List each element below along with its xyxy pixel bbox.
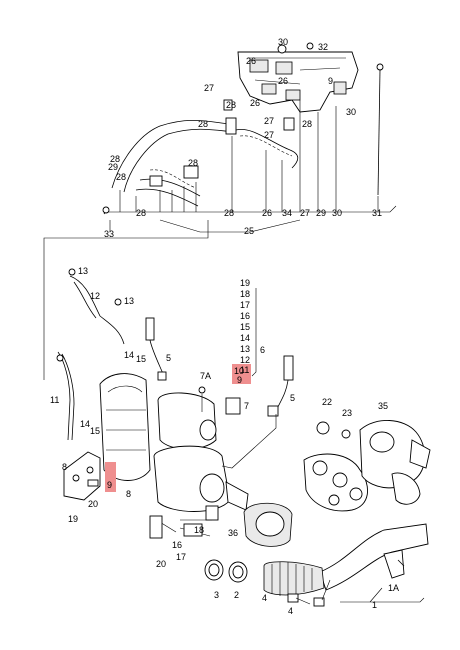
right-sensor — [221, 355, 294, 469]
label-col-6: 6 — [260, 345, 265, 355]
highlight-box-left — [105, 462, 116, 492]
label-20b: 20 — [156, 559, 166, 569]
label-15b: 15 — [90, 426, 100, 436]
label-36: 36 — [228, 528, 238, 538]
label-27a: 27 — [204, 83, 214, 93]
label-col-12: 12 — [240, 355, 250, 365]
label-28f: 28 — [188, 158, 198, 168]
label-col-17: 17 — [240, 300, 250, 310]
label-27b: 27 — [264, 116, 274, 126]
label-8b: 8 — [126, 489, 131, 499]
label-9b: 9 — [107, 480, 112, 490]
label-11: 11 — [50, 395, 59, 405]
label-25: 25 — [244, 226, 254, 236]
label-4a: 4 — [262, 593, 267, 603]
label-1: 1 — [372, 600, 377, 610]
label-28a: 28 — [226, 100, 236, 110]
label-col-15: 15 — [240, 322, 250, 332]
label-col-10: 10 — [234, 366, 244, 376]
label-3: 3 — [214, 590, 219, 600]
label-34: 34 — [282, 208, 292, 218]
label-8a: 8 — [62, 462, 67, 472]
label-28d: 28 — [110, 154, 120, 164]
label-30b: 30 — [346, 107, 356, 117]
label-35: 35 — [378, 401, 388, 411]
label-19: 19 — [68, 514, 78, 524]
label-13b: 13 — [124, 296, 134, 306]
label-28g: 28 — [136, 208, 146, 218]
label-18: 18 — [194, 525, 204, 535]
label-28c: 28 — [198, 119, 208, 129]
label-29a: 29 — [108, 162, 118, 172]
label-9a: 9 — [328, 76, 333, 86]
left-bracket — [63, 451, 101, 501]
label-col-19: 19 — [240, 278, 250, 288]
label-26a: 26 — [246, 56, 256, 66]
left-pipes — [56, 268, 167, 441]
label-26b: 26 — [278, 76, 288, 86]
label-7: 7 — [244, 401, 249, 411]
label-col-13: 13 — [240, 344, 250, 354]
label-1a: 1A — [388, 583, 399, 593]
label-30c: 30 — [332, 208, 342, 218]
label-col-11: 11 — [240, 365, 249, 375]
label-23: 23 — [342, 408, 352, 418]
label-33: 33 — [104, 229, 114, 239]
exhaust-pipe — [204, 523, 429, 607]
label-col-16: 16 — [240, 311, 250, 321]
leader-line — [43, 220, 209, 380]
label-col-18: 18 — [240, 289, 250, 299]
label-26c: 26 — [250, 98, 260, 108]
label-20a: 20 — [88, 499, 98, 509]
highlight-box-right — [232, 364, 251, 384]
label-17: 17 — [176, 552, 186, 562]
label-13a: 13 — [78, 266, 88, 276]
label-5a: 5 — [166, 353, 171, 363]
column-leader — [251, 288, 257, 377]
label-col-14: 14 — [240, 333, 250, 343]
label-4b: 4 — [288, 606, 293, 616]
top-assembly — [102, 42, 397, 233]
label-5b: 5 — [290, 393, 295, 403]
label-16: 16 — [172, 540, 182, 550]
label-31: 31 — [372, 208, 382, 218]
callout-labels: 30 32 26 26 27 28 26 27 28 27 28 30 9 28… — [50, 37, 399, 616]
turbo-assembly — [303, 420, 431, 512]
label-27d: 27 — [300, 208, 310, 218]
label-30a: 30 — [278, 37, 288, 47]
label-28b: 28 — [302, 119, 312, 129]
label-14a: 14 — [124, 350, 134, 360]
label-2: 2 — [234, 590, 239, 600]
label-col-9: 9 — [237, 375, 242, 385]
label-7a: 7A — [200, 371, 211, 381]
label-29b: 29 — [316, 208, 326, 218]
label-32: 32 — [318, 42, 328, 52]
label-22: 22 — [322, 397, 332, 407]
label-26d: 26 — [262, 208, 272, 218]
label-28e: 28 — [116, 172, 126, 182]
label-14b: 14 — [80, 419, 90, 429]
label-12: 12 — [90, 291, 100, 301]
converter-assembly — [99, 373, 293, 547]
label-15a: 15 — [136, 354, 146, 364]
label-28h: 28 — [224, 208, 234, 218]
label-27c: 27 — [264, 130, 274, 140]
